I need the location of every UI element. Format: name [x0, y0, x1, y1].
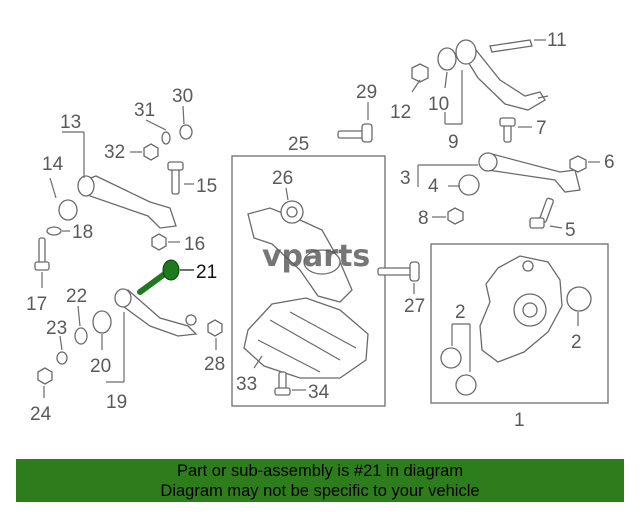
washer-23-part[interactable]	[56, 351, 68, 365]
callout-26[interactable]: 26	[272, 168, 293, 189]
callout-17[interactable]: 17	[26, 294, 47, 315]
callout-5[interactable]: 5	[565, 220, 576, 241]
callout-3[interactable]: 3	[400, 168, 411, 189]
callout-12[interactable]: 12	[390, 102, 411, 123]
banner-line-1: Part or sub-assembly is #21 in diagram	[176, 462, 464, 480]
bolt-15-part[interactable]	[167, 161, 184, 195]
callout-13[interactable]: 13	[60, 112, 81, 133]
callout-2-right[interactable]: 2	[571, 332, 582, 353]
bushing-2-left-upper-part[interactable]	[440, 347, 462, 369]
callout-2-left[interactable]: 2	[455, 302, 466, 323]
info-banner: Part or sub-assembly is #21 in diagram D…	[16, 459, 624, 502]
upper-arm-13-part[interactable]	[58, 175, 177, 229]
lateral-link-3-part[interactable]	[458, 152, 581, 196]
callout-31[interactable]: 31	[134, 100, 155, 121]
callout-9[interactable]: 9	[448, 132, 459, 153]
callout-10[interactable]: 10	[428, 94, 449, 115]
group-box-1	[430, 243, 609, 404]
washer-30-part[interactable]	[179, 124, 193, 140]
hub-knuckle-1-part[interactable]	[479, 255, 563, 363]
bolt-29-part[interactable]	[337, 123, 373, 143]
nut-16-part[interactable]	[151, 233, 167, 251]
callout-11[interactable]: 11	[547, 30, 567, 51]
bolt-21-part[interactable]	[137, 259, 180, 295]
callout-24[interactable]: 24	[30, 404, 52, 425]
bolt-5-part[interactable]	[529, 197, 554, 229]
knuckle-26-part[interactable]	[247, 200, 353, 303]
callout-27[interactable]: 27	[404, 296, 425, 317]
bolt-7-part[interactable]	[499, 117, 516, 143]
bolt-34-part[interactable]	[274, 371, 291, 396]
callout-34[interactable]: 34	[308, 382, 330, 403]
callout-32[interactable]: 32	[104, 142, 125, 163]
callout-7[interactable]: 7	[536, 118, 547, 139]
callout-16[interactable]: 16	[184, 234, 205, 255]
callout-1[interactable]: 1	[514, 410, 525, 431]
callout-14[interactable]: 14	[42, 154, 64, 175]
callout-22[interactable]: 22	[66, 286, 87, 307]
lower-arm-19-part[interactable]	[92, 288, 198, 337]
bushing-2-left-lower-part[interactable]	[455, 374, 477, 396]
nut-6-part[interactable]	[569, 155, 587, 173]
callout-19[interactable]: 19	[106, 392, 127, 413]
nut-24-part[interactable]	[37, 367, 53, 385]
callout-21[interactable]: 21	[196, 262, 217, 283]
bolt-17-part[interactable]	[34, 237, 50, 271]
nut-32-part[interactable]	[143, 143, 159, 161]
callout-6[interactable]: 6	[604, 152, 615, 173]
washer-18-part[interactable]	[46, 226, 62, 236]
callout-15[interactable]: 15	[196, 176, 217, 197]
callout-33[interactable]: 33	[236, 374, 257, 395]
bolt-27-part[interactable]	[377, 261, 420, 282]
nut-28-part[interactable]	[207, 319, 223, 337]
shield-33-part[interactable]	[243, 297, 369, 379]
callout-18[interactable]: 18	[72, 222, 93, 243]
nut-8-part[interactable]	[447, 207, 464, 225]
upper-control-arm-part[interactable]	[411, 39, 549, 111]
callout-8[interactable]: 8	[418, 208, 429, 229]
watermark-logo: vparts	[262, 239, 370, 274]
callout-23[interactable]: 23	[46, 318, 67, 339]
bushing-22-part[interactable]	[74, 327, 88, 345]
banner-line-2: Diagram may not be specific to your vehi…	[160, 482, 480, 500]
callout-4[interactable]: 4	[428, 176, 439, 197]
bushing-2-right-part[interactable]	[566, 286, 592, 312]
washer-31-part[interactable]	[161, 131, 171, 145]
callout-30[interactable]: 30	[172, 86, 193, 107]
callout-28[interactable]: 28	[204, 354, 225, 375]
callout-20[interactable]: 20	[90, 356, 111, 377]
callout-29[interactable]: 29	[356, 82, 377, 103]
group-box-25	[231, 155, 386, 407]
callout-25[interactable]: 25	[288, 134, 309, 155]
